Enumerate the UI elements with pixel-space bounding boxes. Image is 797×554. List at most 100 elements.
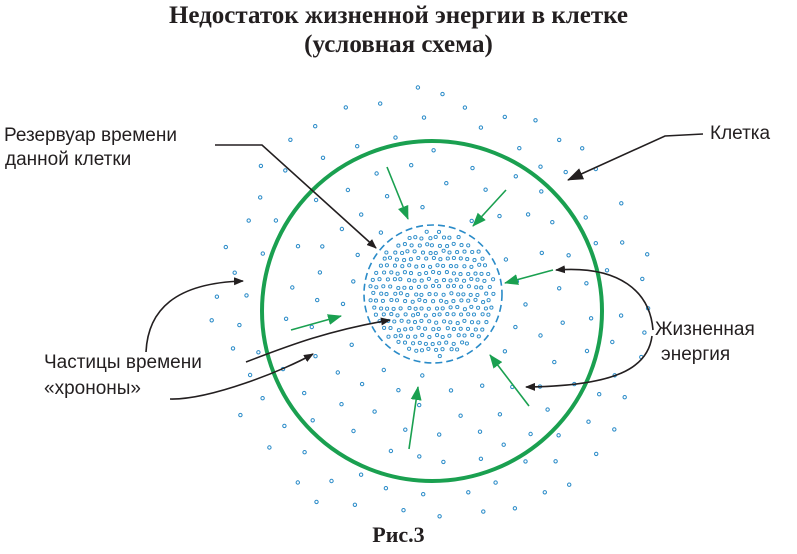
- reservoir-chronon: [388, 325, 393, 331]
- reservoir-chronon: [392, 277, 397, 282]
- chronon: [539, 189, 544, 194]
- reservoir-chronon: [441, 248, 446, 253]
- chronon: [383, 486, 389, 491]
- reservoir-chronon: [419, 278, 424, 283]
- reservoir-chronon: [389, 297, 394, 303]
- chronon: [523, 302, 528, 307]
- chronon: [513, 174, 518, 179]
- reservoir-chronon: [408, 285, 414, 290]
- chronon: [448, 388, 454, 393]
- reservoir-label-line2: данной клетки: [5, 149, 132, 170]
- reservoir-chronon: [451, 241, 456, 246]
- reservoir-chronon: [454, 277, 459, 282]
- reservoir-chronon: [465, 257, 470, 262]
- reservoir-chronon: [480, 256, 485, 261]
- chronon: [497, 213, 502, 219]
- chronon: [620, 240, 625, 245]
- chronon: [358, 472, 364, 477]
- chronon: [295, 244, 301, 249]
- reservoir-chronon: [458, 272, 463, 277]
- reservoir-chronon: [449, 347, 454, 352]
- chronon: [612, 427, 617, 432]
- chronon: [384, 194, 390, 199]
- chronon: [282, 423, 287, 429]
- reservoir-chronon: [462, 318, 467, 323]
- chronon: [597, 392, 602, 397]
- reservoir-chronon: [407, 346, 412, 351]
- chronon: [437, 432, 442, 437]
- particles-pointer-bottom: [169, 353, 314, 400]
- chronon: [302, 450, 307, 455]
- chronon: [497, 412, 503, 417]
- reservoir-chronon: [402, 340, 408, 345]
- chronon: [493, 480, 498, 485]
- reservoir-chronon: [456, 292, 461, 297]
- reservoir-chronon: [480, 327, 485, 332]
- reservoir-chronon: [466, 312, 471, 317]
- reservoir-chronon: [448, 264, 453, 269]
- reservoir-chronon: [469, 276, 474, 282]
- reservoir-chronon: [386, 334, 391, 339]
- chronon: [329, 478, 334, 484]
- chronon: [359, 212, 364, 217]
- chronon: [295, 480, 300, 485]
- reservoir-chronon: [466, 298, 471, 303]
- reservoir-chronon: [417, 243, 422, 248]
- reservoir-chronon: [400, 264, 405, 269]
- reservoir-chronon: [373, 298, 379, 303]
- chronon: [502, 114, 507, 120]
- reservoir-chronon: [412, 249, 417, 254]
- reservoir-chronon: [405, 334, 411, 339]
- chronon: [388, 448, 394, 454]
- reservoir-chronon: [435, 333, 440, 338]
- reservoir-chronon: [411, 313, 416, 318]
- reservoir-chronon: [460, 340, 465, 345]
- reservoir-chronon: [437, 312, 442, 317]
- reservoir-chronon: [476, 305, 481, 310]
- chronon: [556, 433, 561, 438]
- chronon: [593, 241, 598, 246]
- cell-label: Клетка: [710, 123, 771, 144]
- chronon: [320, 244, 325, 249]
- chronon: [557, 137, 562, 143]
- reservoir-chronon: [471, 312, 477, 317]
- chronon: [538, 333, 543, 338]
- reservoir-chronon: [444, 270, 449, 275]
- chronon: [320, 155, 326, 161]
- reservoir-chronon: [435, 263, 440, 268]
- reservoir-chronon: [389, 312, 394, 317]
- reservoir-chronon: [378, 263, 383, 268]
- time-reservoir: [363, 224, 503, 364]
- reservoir-chronon: [370, 277, 375, 282]
- reservoir-chronon: [475, 277, 480, 282]
- reservoir-chronon: [414, 264, 419, 269]
- reservoir-chronon: [448, 278, 453, 283]
- reservoir-chronon: [451, 283, 457, 288]
- reservoir-chronon: [430, 342, 435, 347]
- reservoir-chronon: [448, 305, 453, 310]
- reservoir-chronon: [445, 312, 450, 317]
- reservoir-chronon: [484, 291, 489, 296]
- chronon: [483, 187, 488, 192]
- reservoir-chronon: [431, 327, 436, 332]
- chronon: [618, 313, 624, 318]
- reservoir-chronon: [405, 293, 410, 298]
- reservoir-chronon: [395, 271, 400, 276]
- reservoir-chronon: [428, 236, 433, 241]
- chronon: [594, 451, 599, 457]
- reservoir-chronon: [408, 257, 413, 262]
- chronon: [560, 320, 565, 325]
- reservoir-chronon: [416, 325, 421, 330]
- chronon: [440, 91, 445, 97]
- reservoir-chronon: [462, 307, 467, 312]
- reservoir-chronon: [387, 255, 393, 260]
- reservoir-chronon: [437, 284, 442, 289]
- chronon: [420, 205, 425, 210]
- reservoir-chronon: [458, 256, 463, 261]
- reservoir-chronon: [424, 256, 429, 261]
- reservoir-chronon: [417, 271, 422, 277]
- chronon: [538, 164, 543, 169]
- reservoir-chronon: [470, 333, 475, 338]
- reservoir-chronon: [384, 292, 389, 297]
